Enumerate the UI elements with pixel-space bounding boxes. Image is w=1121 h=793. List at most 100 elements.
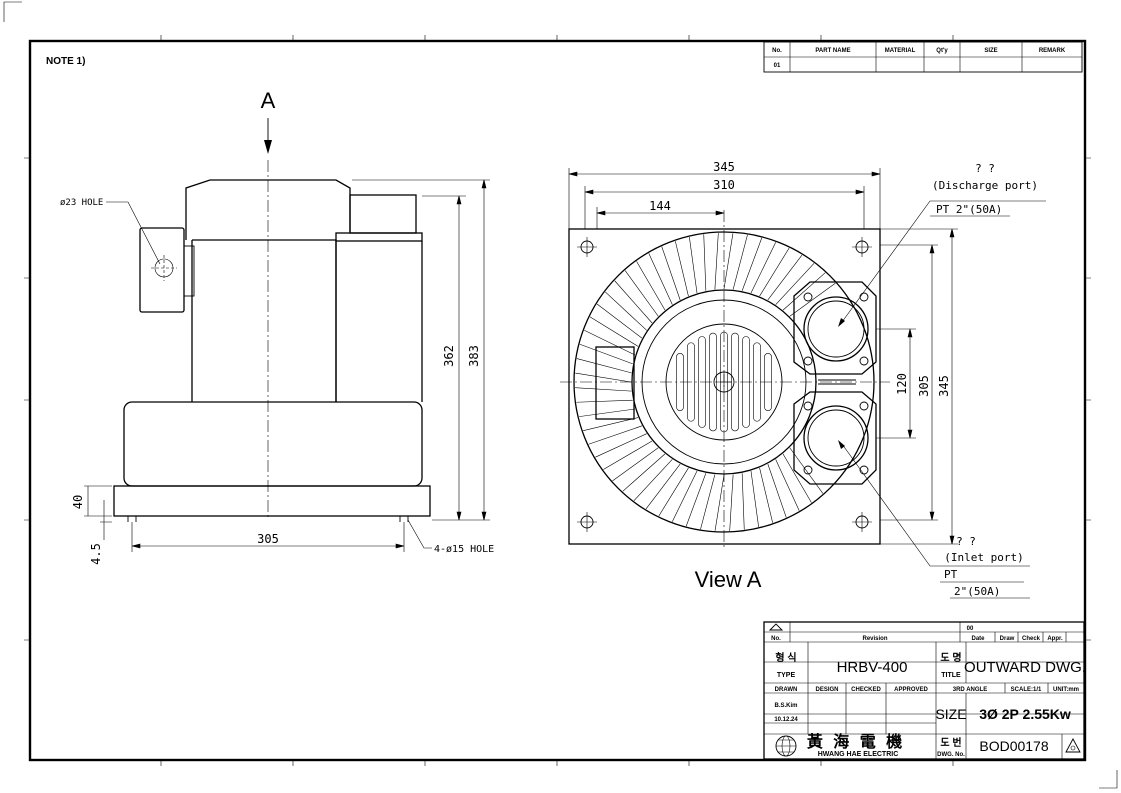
note-label: NOTE 1) [46, 56, 85, 67]
dim-345-height: 345 [937, 375, 951, 397]
corner-mark-top-left [3, 1, 22, 22]
discharge-flange [793, 281, 877, 375]
rev-header-check: Check [1022, 636, 1041, 642]
fin-line [575, 387, 632, 392]
corner-mark-bottom-right [1099, 770, 1118, 789]
zone-ticks [24, 35, 1091, 766]
fin-line [689, 237, 698, 294]
discharge-port-outer [803, 296, 869, 362]
fin-line [575, 372, 632, 383]
cooling-fins [575, 233, 836, 531]
revision-triangle [768, 623, 784, 631]
fin-line [614, 280, 653, 324]
parts-header-qty: Qt'y [936, 48, 948, 54]
fin-line [589, 316, 639, 347]
fin-line [732, 234, 748, 290]
drawing-border [28, 39, 1087, 762]
motor-body-right [192, 239, 337, 402]
port-pipe [349, 194, 417, 234]
sign-header-design: DESIGN [815, 687, 838, 693]
side-view: A ø23 HOLE 383 362 [60, 88, 494, 565]
inlet-leader [841, 443, 1030, 567]
inlet-port-name: (Inlet port) [944, 551, 1023, 564]
dwg-label-kr: 도 번 [940, 736, 961, 749]
discharge-port-name: (Discharge port) [932, 179, 1038, 192]
section-mark-a: A [261, 88, 276, 113]
fin-line [576, 399, 633, 403]
dim-305-height: 305 [917, 375, 931, 397]
fin-line [767, 254, 803, 301]
discharge-port-inner [807, 300, 865, 358]
title-label-en: TITLE [941, 672, 961, 679]
parts-header-size: SIZE [984, 48, 997, 54]
fin-line [596, 303, 643, 339]
fin-line [714, 474, 725, 531]
size-label: SIZE [935, 706, 966, 722]
mounting-holes [577, 237, 872, 532]
fin-line [612, 447, 659, 482]
projection-angle: 3RD ANGLE [953, 687, 987, 693]
type-label-kr: 형 식 [775, 651, 796, 664]
foot-span-dim [131, 522, 405, 552]
fin-line [685, 473, 707, 527]
fin-line [636, 261, 666, 311]
section-arrow-head [264, 140, 272, 154]
fin-line [584, 330, 636, 356]
dim-383: 383 [467, 345, 481, 367]
view-a-terminal-box [595, 346, 635, 420]
fin-line [759, 467, 773, 523]
base-height-dims [84, 485, 112, 540]
view-a-width-dims [568, 168, 881, 229]
fin-line [645, 463, 681, 510]
terminal-box-neck [183, 245, 195, 297]
rev-header-revision: Revision [862, 636, 887, 642]
type-value: HRBV-400 [837, 659, 908, 676]
inlet-spec-line2: 2"(50A) [954, 585, 1000, 598]
parts-header-part-name: PART NAME [815, 48, 850, 54]
base-hole-label: 4-ø15 HOLE [434, 544, 494, 555]
parts-header-no: No. [772, 48, 782, 54]
inlet-port-outer [803, 405, 869, 471]
fin-line [729, 474, 734, 531]
base-feet [127, 516, 409, 522]
fin-line [675, 241, 689, 297]
parts-header-remark: REMARK [1039, 48, 1066, 54]
drawing-number: BOD00178 [979, 738, 1048, 754]
blower-side [335, 241, 423, 402]
sign-header-checked: CHECKED [851, 687, 881, 693]
company-logo [775, 735, 797, 757]
size-value: 3Ø 2P 2.55Kw [979, 706, 1071, 722]
port-bolts [803, 292, 869, 475]
fin-line [622, 453, 666, 492]
dim-310: 310 [713, 178, 735, 192]
title-block: 00 No. Revision Date Draw Check Appr. 형 … [763, 621, 1086, 760]
port-divider [818, 379, 856, 385]
fin-line [782, 453, 812, 503]
unit: UNIT:mm [1053, 687, 1079, 693]
blower-housing [123, 401, 423, 487]
fin-line [605, 291, 647, 331]
fin-line [633, 459, 673, 501]
fin-line [658, 467, 689, 517]
view-a-base-plate [568, 228, 881, 545]
dim-4-5: 4.5 [89, 543, 103, 565]
fin-line [583, 417, 639, 431]
parts-header-material: MATERIAL [885, 48, 916, 54]
side-height-dims [352, 179, 490, 521]
dim-345-width: 345 [713, 160, 735, 174]
fin-line [775, 263, 815, 305]
dwg-label-en: DWG. No. [937, 752, 965, 758]
rev-header-draw: Draw [1000, 636, 1015, 642]
inlet-flange [793, 391, 877, 485]
fin-line [741, 237, 763, 291]
inlet-spec-line1: PT [944, 568, 958, 581]
rev-header-date: Date [971, 636, 985, 642]
rev-header-appr: Appr. [1047, 636, 1063, 642]
fin-line [714, 233, 719, 290]
fin-line [648, 253, 673, 305]
fin-line [672, 470, 698, 522]
revision-number: 00 [967, 626, 974, 632]
base-hole-leader [407, 519, 432, 549]
drawn-by: B.S.Kim [774, 703, 797, 709]
